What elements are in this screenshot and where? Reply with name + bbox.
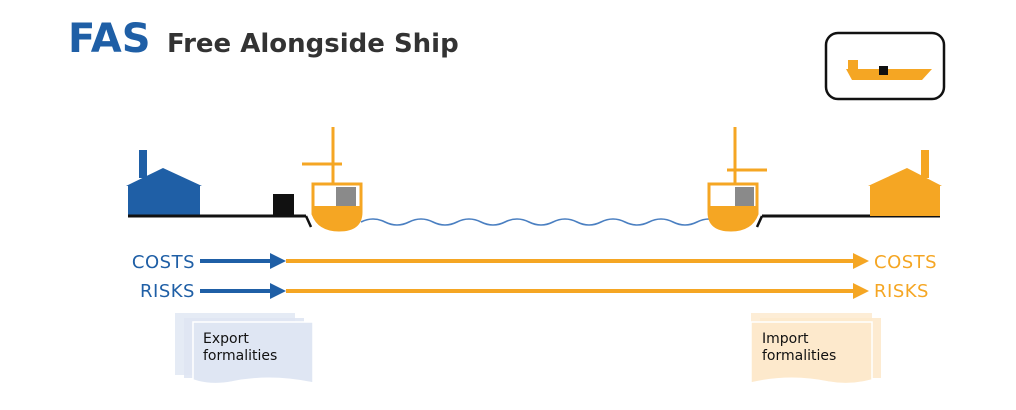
title-abbreviation-text: FAS — [68, 16, 151, 62]
import-doc-line-1: Import — [762, 331, 809, 347]
origin-ship-hull — [313, 206, 361, 230]
seller-roof — [126, 168, 202, 186]
seller-costs-label: COSTS — [132, 252, 195, 273]
buyer-costs-label: COSTS — [874, 252, 937, 273]
title-full-text: Free Alongside Ship — [167, 29, 459, 59]
ship-icon — [707, 127, 767, 232]
export-doc-front — [192, 321, 314, 385]
title-abbreviation: FAS — [68, 16, 151, 62]
import-formalities-doc: Import formalities — [750, 313, 881, 385]
title-full: Free Alongside Ship — [167, 29, 459, 59]
destination-quay-edge — [755, 215, 764, 228]
import-doc-line-2: formalities — [762, 348, 836, 364]
origin-ship-container — [336, 187, 356, 206]
factory-icon — [126, 150, 202, 216]
origin-quay-edge — [304, 215, 313, 228]
ship-icon — [302, 127, 363, 232]
buyer-costs-arrowhead — [853, 253, 869, 269]
factory-icon — [868, 150, 942, 216]
export-formalities-doc: Export formalities — [175, 313, 314, 385]
incoterm-badge — [824, 31, 946, 101]
buyer-risks-label: RISKS — [874, 281, 929, 302]
badge-ship-cargo — [879, 66, 888, 75]
buyer-roof — [868, 168, 942, 186]
export-doc-line-2: formalities — [203, 348, 277, 364]
buyer-chimney — [921, 150, 929, 178]
seller-risks-arrowhead — [270, 283, 286, 299]
destination-ship-hull — [709, 206, 757, 230]
cargo-box-icon — [273, 194, 294, 215]
cargo-ship-icon — [846, 60, 932, 80]
buyer-risks-arrowhead — [853, 283, 869, 299]
destination-ship-container — [735, 187, 754, 206]
badge-ship-hull — [846, 69, 932, 80]
seller-costs-arrowhead — [270, 253, 286, 269]
seller-chimney — [139, 150, 147, 178]
seller-building-body — [128, 186, 200, 216]
badge-ship-bridge — [848, 60, 858, 70]
seller-risks-label: RISKS — [140, 281, 195, 302]
buyer-building-body — [870, 186, 940, 216]
sea-water — [360, 218, 722, 226]
import-doc-front — [750, 321, 873, 385]
export-doc-line-1: Export — [203, 331, 249, 347]
